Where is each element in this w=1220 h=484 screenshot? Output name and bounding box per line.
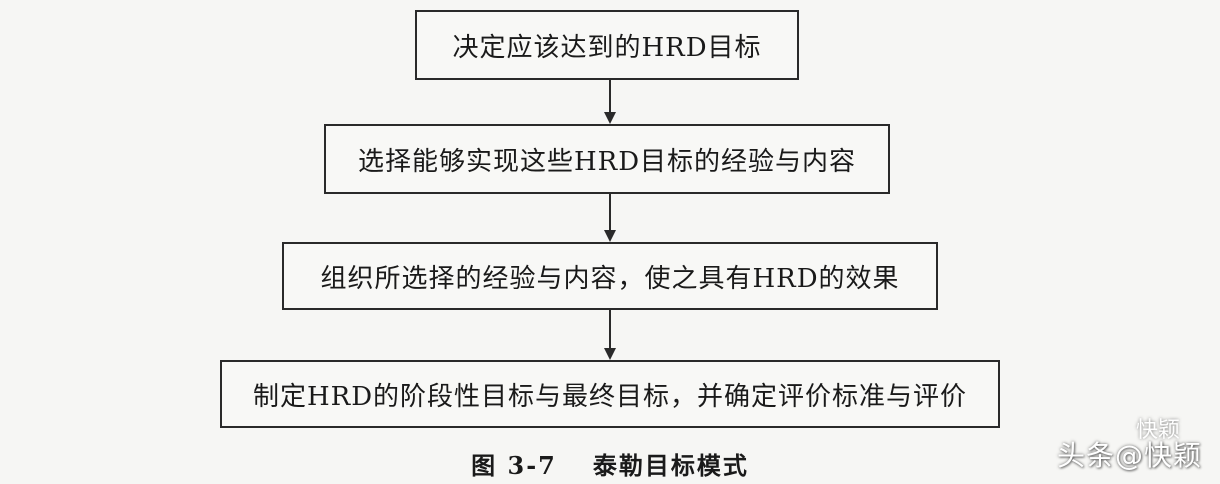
watermark-top: 快颖 bbox=[1135, 418, 1180, 443]
arrow-down-icon bbox=[604, 310, 616, 360]
flow-step-1-label: 决定应该达到的HRD目标 bbox=[452, 32, 762, 63]
flow-step-1: 决定应该达到的HRD目标 bbox=[415, 10, 799, 80]
watermark-bottom: 头条@快颖 bbox=[1056, 439, 1202, 472]
figure-number: 图 3-7 bbox=[471, 451, 557, 480]
figure-title: 泰勒目标模式 bbox=[592, 451, 749, 480]
flow-step-2-label: 选择能够实现这些HRD目标的经验与内容 bbox=[357, 146, 857, 177]
flow-step-3-label: 组织所选择的经验与内容，使之具有HRD的效果 bbox=[320, 263, 900, 294]
flow-step-2: 选择能够实现这些HRD目标的经验与内容 bbox=[324, 124, 890, 194]
flow-step-3: 组织所选择的经验与内容，使之具有HRD的效果 bbox=[282, 242, 938, 310]
arrow-down-icon bbox=[604, 194, 616, 242]
figure-caption: 图 3-7 泰勒目标模式 bbox=[0, 446, 1220, 481]
flow-step-4: 制定HRD的阶段性目标与最终目标，并确定评价标准与评价 bbox=[220, 360, 1000, 428]
arrow-down-icon bbox=[604, 80, 616, 124]
flow-step-4-label: 制定HRD的阶段性目标与最终目标，并确定评价标准与评价 bbox=[252, 381, 968, 412]
